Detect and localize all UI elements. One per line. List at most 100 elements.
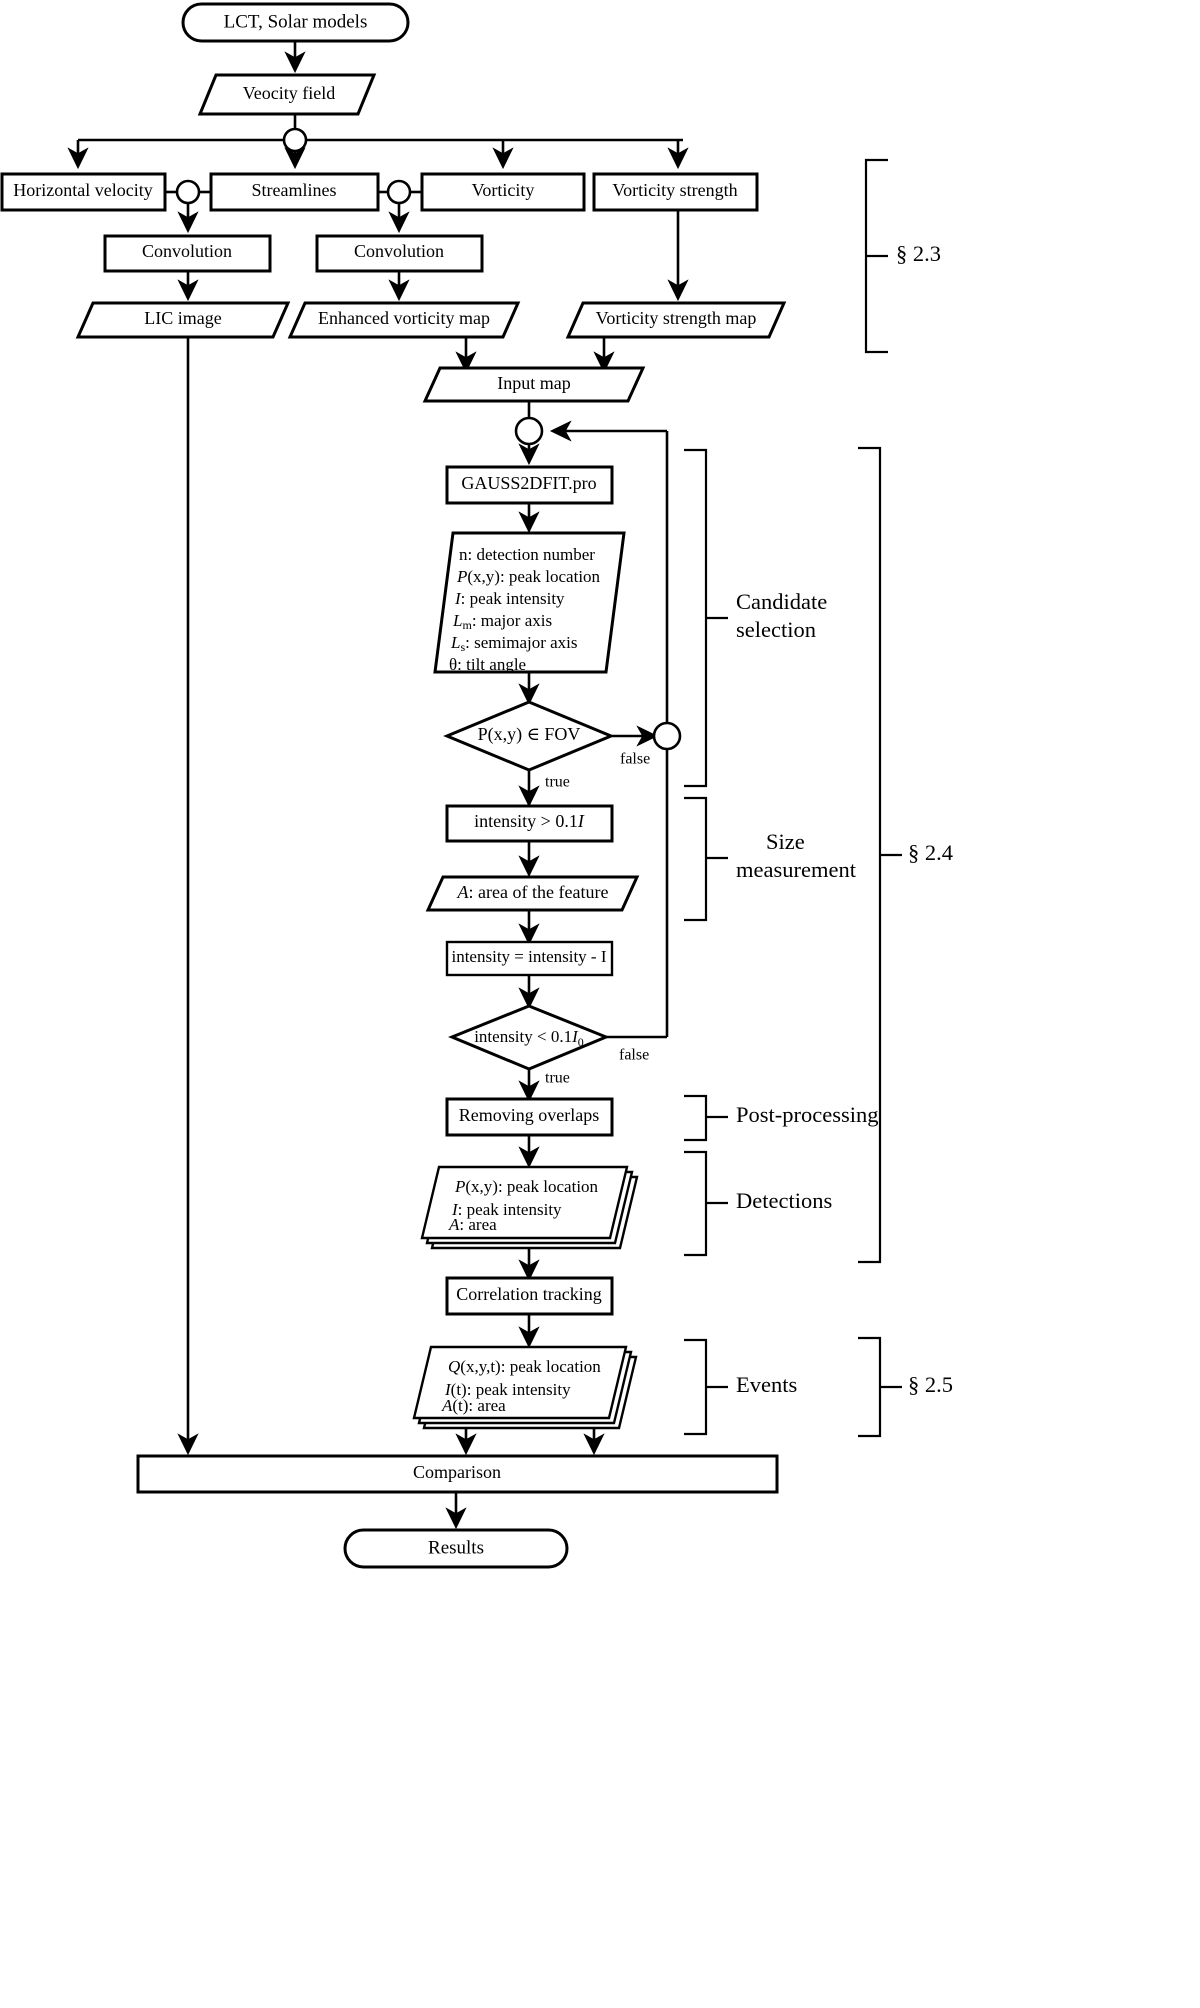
annotation-size-measurement-line1: Size — [766, 829, 805, 854]
param-sym-5: θ — [449, 655, 457, 674]
detection-row-0: P(x,y): peak location — [454, 1177, 599, 1196]
node-convolution-right-label: Convolution — [354, 241, 444, 261]
node-correlation-tracking-label: Correlation tracking — [456, 1284, 601, 1304]
node-results[interactable]: Results — [343, 1528, 569, 1569]
detection-desc-2: : area — [459, 1215, 497, 1234]
node-intensity-update-label: intensity = intensity - I — [451, 947, 606, 966]
node-comparison-label: Comparison — [413, 1462, 501, 1482]
event-sym-0: Q — [448, 1357, 460, 1376]
connector-circle-loop-return — [652, 721, 682, 751]
bracket-post-processing — [684, 1094, 708, 1142]
node-comparison[interactable]: Comparison — [136, 1454, 779, 1494]
node-lic-image-label: LIC image — [144, 308, 221, 328]
bracket-candidate-selection — [684, 448, 708, 788]
param-sym-0: n — [459, 545, 468, 564]
param-desc-1: (x,y): peak location — [467, 567, 600, 586]
param-row-3: Lm: major axis — [452, 611, 552, 632]
node-intensity-decision[interactable]: intensity < 0.1I0 — [448, 1004, 610, 1071]
node-streamlines[interactable]: Streamlines — [209, 172, 380, 212]
node-correlation-tracking[interactable]: Correlation tracking — [445, 1276, 614, 1316]
node-removing-overlaps-label: Removing overlaps — [459, 1105, 599, 1125]
bracket-section-24 — [858, 446, 882, 1264]
node-input-map[interactable]: Input map — [422, 366, 646, 403]
node-horizontal-velocity[interactable]: Horizontal velocity — [0, 172, 167, 212]
detection-desc-1: : peak intensity — [458, 1200, 562, 1219]
node-fov-decision-label: P(x,y) ∈ FOV — [478, 724, 581, 745]
param-sym-1: P — [456, 567, 467, 586]
annotation-candidate-selection-line2: selection — [736, 617, 816, 642]
detection-sym-0: P — [454, 1177, 465, 1196]
annotation-candidate-selection-line1: Candidate — [736, 589, 827, 614]
annotation-size-measurement-line2: measurement — [736, 857, 857, 882]
annotation-section-23: § 2.3 — [896, 241, 941, 266]
node-fov-decision[interactable]: P(x,y) ∈ FOV — [443, 700, 615, 772]
node-events-stack[interactable]: Q(x,y,t): peak location I(t): peak inten… — [412, 1345, 638, 1430]
node-start-label: LCT, Solar models — [224, 11, 368, 32]
param-desc-2: : peak intensity — [461, 589, 565, 608]
node-intensity-update[interactable]: intensity = intensity - I — [445, 940, 614, 977]
annotation-detections: Detections — [736, 1188, 832, 1213]
node-intensity-threshold[interactable]: intensity > 0.1I — [445, 804, 614, 843]
event-row-2: A(t): area — [441, 1396, 506, 1415]
node-horizontal-velocity-label: Horizontal velocity — [13, 180, 152, 200]
node-convolution-right[interactable]: Convolution — [315, 234, 484, 273]
param-sub-3: m — [462, 618, 472, 632]
events-text: Q(x,y,t): peak location I(t): peak inten… — [441, 1357, 601, 1415]
node-enhanced-vorticity-map-label: Enhanced vorticity map — [318, 308, 490, 328]
param-row-4: Ls: semimajor axis — [450, 633, 578, 654]
node-intensity-decision-label: intensity < 0.1I0 — [474, 1027, 584, 1049]
node-intensity-threshold-label: intensity > 0.1I — [474, 811, 585, 831]
node-convolution-left[interactable]: Convolution — [103, 234, 272, 273]
node-vorticity-strength[interactable]: Vorticity strength — [592, 172, 759, 212]
detection-sym-1: I — [451, 1200, 459, 1219]
bracket-detections — [684, 1150, 708, 1257]
node-vorticity[interactable]: Vorticity — [420, 172, 586, 212]
annotation-section-25: § 2.5 — [908, 1372, 953, 1397]
param-desc-4: : semimajor axis — [465, 633, 577, 652]
connector-circle-loop-entry — [514, 416, 544, 446]
annotation-section-24: § 2.4 — [908, 840, 953, 865]
param-sub-4: s — [460, 640, 465, 654]
param-row-5: θ: tilt angle — [449, 655, 526, 674]
connector-circle-2 — [386, 179, 412, 205]
node-vorticity-label: Vorticity — [472, 180, 535, 200]
connector-circle-1 — [175, 179, 201, 205]
edge-label-intensity-false: false — [619, 1047, 649, 1064]
node-results-label: Results — [428, 1537, 484, 1558]
bracket-size-measurement — [684, 796, 708, 922]
node-enhanced-vorticity-map[interactable]: Enhanced vorticity map — [287, 301, 521, 339]
node-area-feature-label: A: area of the feature — [457, 882, 609, 902]
edge-label-fov-true: true — [545, 774, 570, 791]
node-gauss2dfit[interactable]: GAUSS2DFIT.pro — [445, 465, 614, 505]
node-velocity-field[interactable]: Veocity field — [197, 73, 377, 116]
annotation-events: Events — [736, 1372, 797, 1397]
node-lic-image[interactable]: LIC image — [75, 301, 291, 339]
bracket-events — [684, 1338, 708, 1436]
param-sym-2: I — [454, 589, 462, 608]
edge-label-intensity-true: true — [545, 1070, 570, 1087]
param-desc-0: : detection number — [468, 545, 596, 564]
event-sym-2: A — [441, 1396, 453, 1415]
param-sym-3: L — [452, 611, 462, 630]
edge-label-fov-false: false — [620, 751, 650, 768]
event-desc-0: (x,y,t): peak location — [460, 1357, 601, 1376]
event-row-1: I(t): peak intensity — [444, 1380, 571, 1399]
annotation-post-processing: Post-processing — [736, 1102, 879, 1127]
node-streamlines-label: Streamlines — [252, 180, 337, 200]
node-vorticity-strength-map[interactable]: Vorticity strength map — [565, 301, 787, 339]
node-gauss2dfit-label: GAUSS2DFIT.pro — [461, 473, 596, 493]
detection-desc-0: (x,y): peak location — [465, 1177, 598, 1196]
detection-row-1: I: peak intensity — [451, 1200, 562, 1219]
node-start[interactable]: LCT, Solar models — [181, 2, 410, 43]
node-parameter-list[interactable]: n: detection number P(x,y): peak locatio… — [433, 531, 626, 674]
event-desc-2: (t): area — [452, 1396, 506, 1415]
node-input-map-label: Input map — [497, 373, 571, 393]
param-desc-3: : major axis — [472, 611, 552, 630]
node-removing-overlaps[interactable]: Removing overlaps — [445, 1097, 614, 1137]
param-sym-4: L — [450, 633, 460, 652]
node-area-feature[interactable]: A: area of the feature — [425, 875, 640, 912]
param-row-2: I: peak intensity — [454, 589, 565, 608]
node-detections-stack[interactable]: P(x,y): peak location I: peak intensity … — [420, 1165, 639, 1250]
